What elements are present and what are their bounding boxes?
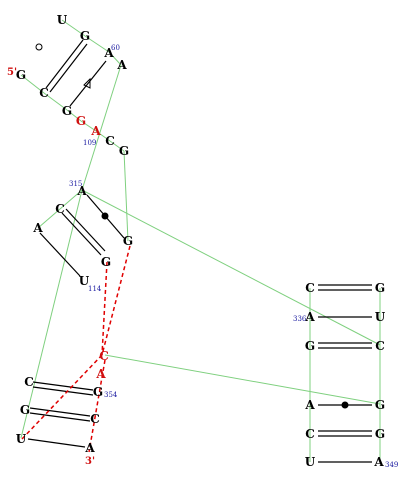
position-label-114: 114 [88, 285, 102, 293]
nucleotide-g: G [80, 29, 90, 43]
nucleotide-a-336: A [304, 310, 315, 324]
nucleotide-u: U [375, 310, 386, 324]
nucleotide-a: A [116, 58, 127, 72]
nucleotide-a-highlight: A [90, 124, 101, 138]
nucleotide-g-354: G [93, 385, 103, 399]
nucleotide-a: A [304, 398, 315, 412]
position-label-349: 349 [385, 461, 398, 469]
nucleotide-g: G [375, 281, 385, 295]
nucleotide-c-109: C [105, 134, 115, 148]
nucleotide-u: U [57, 13, 68, 27]
nucleotide-c: C [90, 412, 100, 426]
nucleotide-c: C [99, 349, 109, 363]
nucleotide-g: G [62, 104, 72, 118]
nucleotide-g: G [20, 403, 30, 417]
backbone-lines [20, 19, 381, 462]
nucleotide-a: A [32, 221, 43, 235]
nucleotide-u: U [16, 432, 27, 446]
nucleotide-g: G [119, 144, 129, 158]
nucleotide-a-315: A [76, 184, 87, 198]
position-label-60: 60 [111, 44, 120, 52]
nucleotide-g-5prime: G [16, 68, 26, 82]
five-prime-label: 5' [7, 67, 17, 78]
nucleotide-a: A [95, 367, 106, 381]
nucleotide-c: C [375, 339, 385, 353]
nucleotide-u: U [305, 455, 316, 469]
base-pair-lines [27, 39, 372, 463]
position-number-labels: 60 109 315 114 336 354 349 [69, 44, 398, 469]
strand-end-labels: 5' 3' [7, 67, 95, 467]
nucleotide-a: A [84, 441, 95, 455]
nucleotide-g: G [305, 339, 315, 353]
position-label-354: 354 [104, 391, 118, 399]
nucleotide-g: G [123, 234, 133, 248]
nucleotide-labels: U G A A G C G G A C G A C A G G U C A C … [16, 13, 386, 469]
tertiary-interaction-lines [20, 245, 131, 453]
nucleotide-c: C [305, 281, 315, 295]
position-label-109: 109 [83, 139, 96, 147]
nucleotide-u-114: U [79, 274, 90, 288]
three-prime-label: 3' [85, 456, 95, 467]
nucleotide-c: C [24, 375, 34, 389]
nucleotide-g: G [101, 255, 111, 269]
nucleotide-g-highlight: G [76, 114, 86, 128]
nucleotide-g: G [375, 427, 385, 441]
nucleotide-c: C [55, 202, 65, 216]
nucleotide-g: G [375, 398, 385, 412]
position-label-336: 336 [293, 315, 307, 323]
nucleotide-c: C [305, 427, 315, 441]
position-label-315: 315 [69, 180, 82, 188]
nucleotide-a-60: A [103, 46, 114, 60]
pair-symbols [35, 43, 349, 409]
nucleotide-a-349: A [373, 455, 384, 469]
nucleotide-c: C [39, 86, 49, 100]
